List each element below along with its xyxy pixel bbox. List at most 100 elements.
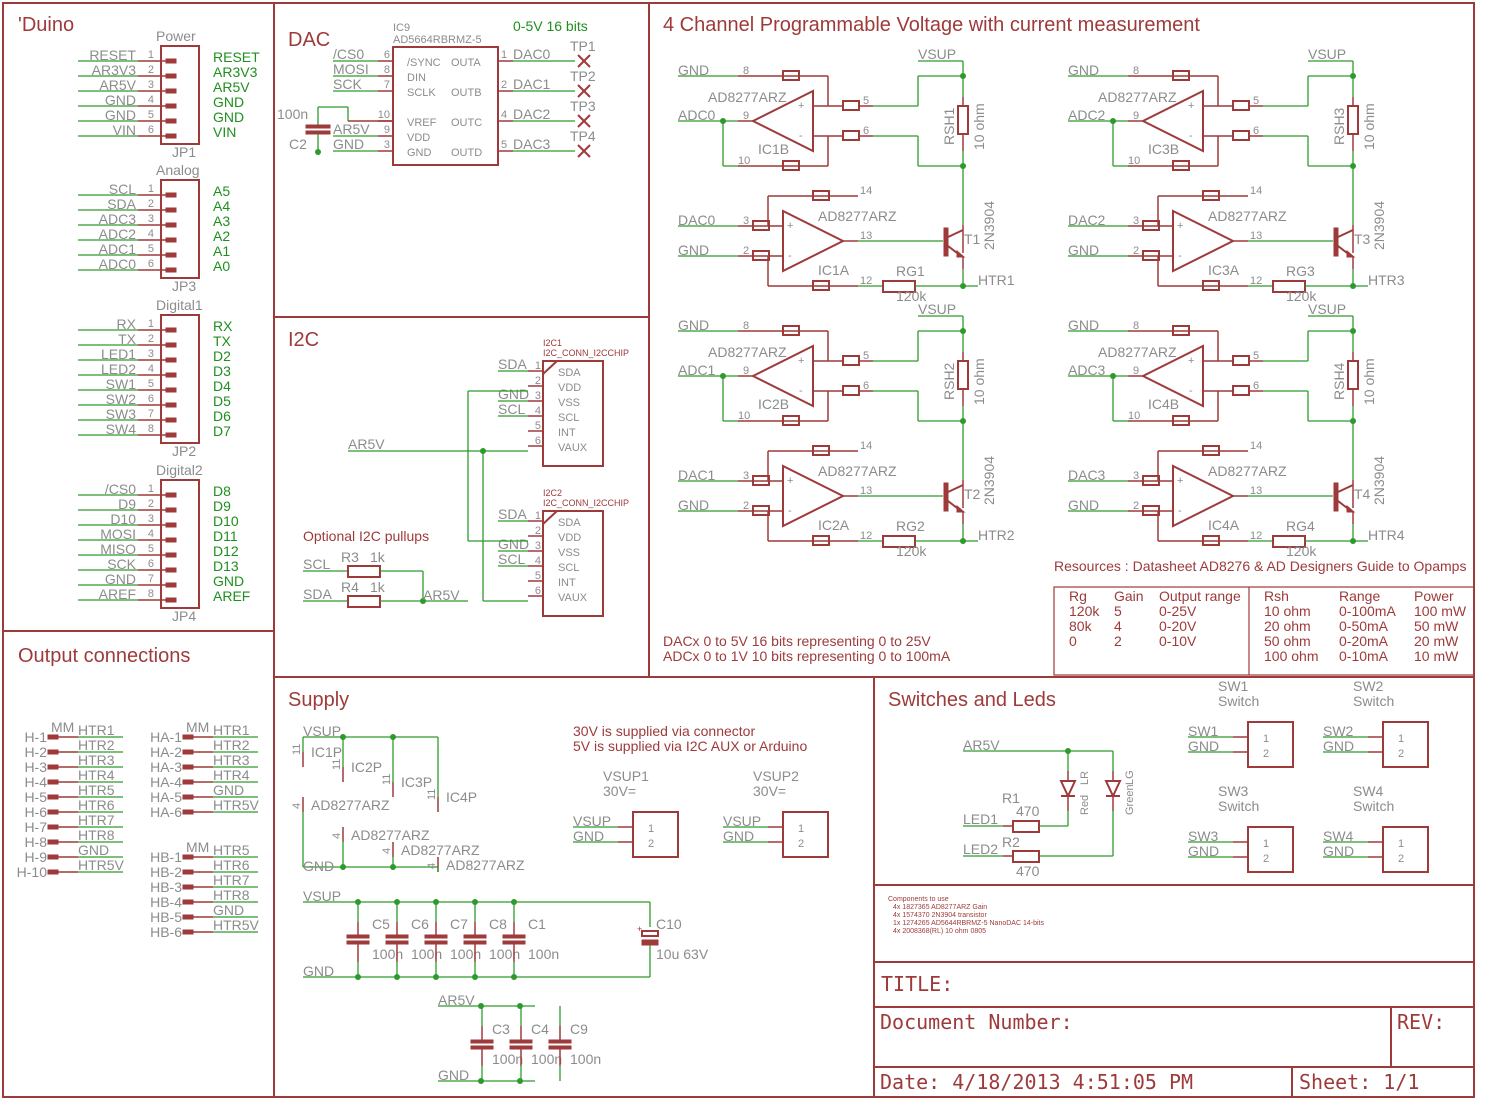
- resistor-body: [347, 565, 381, 578]
- net-label: ADC0: [678, 107, 716, 123]
- pin-number: 3: [148, 513, 154, 525]
- amp-ref: IC1B: [758, 141, 789, 157]
- resistor-value: 470: [1016, 803, 1040, 819]
- connector-ref: VSUP2: [753, 768, 799, 784]
- pin-stub: [165, 372, 177, 378]
- section-title-main: 4 Channel Programmable Voltage with curr…: [663, 14, 1200, 36]
- junction: [390, 734, 396, 740]
- pin-number: 14: [860, 440, 872, 452]
- pin-number: 5: [535, 570, 541, 582]
- net-label: HTR5V: [213, 797, 260, 813]
- junction: [1350, 283, 1356, 289]
- transistor-part: 2N3904: [981, 201, 997, 250]
- connector-pin: H-10: [17, 864, 48, 880]
- arduino-pin-label: D9: [213, 498, 231, 514]
- net-label: GND: [573, 828, 604, 844]
- resistor-body: [1232, 100, 1250, 111]
- net-label: SCL: [109, 181, 136, 197]
- net-label: DAC0: [513, 46, 551, 62]
- net-label: HTR4: [213, 767, 250, 783]
- pin-number: 8: [1133, 320, 1139, 332]
- net-label: VSUP: [303, 723, 341, 739]
- arduino-pin-label: GND: [213, 573, 244, 589]
- pin-stub: [47, 809, 59, 815]
- net-label: LED2: [963, 841, 998, 857]
- transistor-collector: [947, 229, 964, 238]
- pin-number: 1: [148, 49, 154, 61]
- c2-plate-top: [305, 124, 331, 129]
- junction: [960, 328, 966, 334]
- resistor-body: [1232, 130, 1250, 141]
- header-ref: JP4: [172, 608, 196, 624]
- transistor-collector: [947, 484, 964, 493]
- connector-ref: VSUP1: [603, 768, 649, 784]
- pin-stub: [165, 522, 177, 528]
- connector-pin: HB-6: [150, 924, 182, 940]
- capacitor-plate: [346, 940, 370, 945]
- pin-number: 1: [1263, 733, 1269, 745]
- net-label: HTR5: [213, 842, 250, 858]
- amp-part: AD8277ARZ: [708, 89, 787, 105]
- pin-number: 10: [1128, 410, 1140, 422]
- minus-sign: -: [799, 385, 803, 397]
- header-body: [160, 179, 200, 279]
- pin-number: 13: [1250, 230, 1262, 242]
- net-label: AR5V: [348, 436, 385, 452]
- capacitor-plate: [385, 940, 409, 945]
- pin-stub: [182, 929, 194, 935]
- net-label: AREF: [99, 586, 136, 602]
- pin-stub: [165, 327, 177, 333]
- plus-sign: +: [787, 220, 793, 232]
- pin-number: 11: [331, 759, 343, 770]
- resistor-body: [812, 445, 830, 456]
- table-cell: 0-20mA: [1339, 633, 1389, 649]
- pullups-title: Optional I2C pullups: [303, 528, 429, 544]
- pin-number: 1: [1398, 838, 1404, 850]
- pin-stub: [47, 854, 59, 860]
- pin-number: 1: [148, 483, 154, 495]
- minus-sign: -: [788, 505, 792, 517]
- arduino-pin-label: TX: [213, 333, 232, 349]
- net-label: GND: [498, 386, 529, 402]
- pin-stub: [165, 387, 177, 393]
- transistor-base: [1333, 227, 1339, 257]
- pin-stub: [47, 794, 59, 800]
- net-label: HTR6: [213, 857, 250, 873]
- rev-field: REV:: [1397, 1010, 1445, 1034]
- pin-stub: [182, 809, 194, 815]
- pin-function: DIN: [407, 72, 426, 84]
- opamp-symbol: [1140, 344, 1204, 408]
- pin-number: 3: [535, 390, 541, 402]
- led-color: Green: [1124, 784, 1136, 815]
- pin-function: SCL: [558, 412, 579, 424]
- net-label: HTR4: [78, 767, 115, 783]
- ic-power-part: AD8277ARZ: [446, 857, 525, 873]
- net-label: SW4: [106, 421, 137, 437]
- table-cell: 0-10V: [1159, 633, 1197, 649]
- net-label: AR3V3: [92, 62, 137, 78]
- testpoint-ref: TP3: [570, 98, 596, 114]
- resistor-body: [782, 325, 800, 336]
- pin-number: 3: [148, 348, 154, 360]
- resistor-body: [752, 250, 770, 261]
- table-header: Range: [1339, 588, 1380, 604]
- switch-ref: SW1: [1218, 678, 1249, 694]
- shunt-value: 10 ohm: [971, 103, 987, 150]
- pin-stub: [165, 567, 177, 573]
- pin-number: 9: [1133, 110, 1139, 122]
- pin-number: 5: [535, 420, 541, 432]
- capacitor-value: 10u 63V: [656, 946, 709, 962]
- shunt-resistor: [957, 360, 969, 390]
- pin-number: 1: [798, 823, 804, 835]
- resistor-body: [1202, 535, 1220, 546]
- switch-ref: SW4: [1353, 783, 1384, 799]
- amp-part: AD8277ARZ: [1098, 89, 1177, 105]
- switch-ref: SW3: [1218, 783, 1249, 799]
- pin-stub: [182, 734, 194, 740]
- gain-resistor-value: 120k: [1286, 288, 1317, 304]
- net-label: VSUP: [1308, 301, 1346, 317]
- capacitor-plate: [548, 1039, 572, 1044]
